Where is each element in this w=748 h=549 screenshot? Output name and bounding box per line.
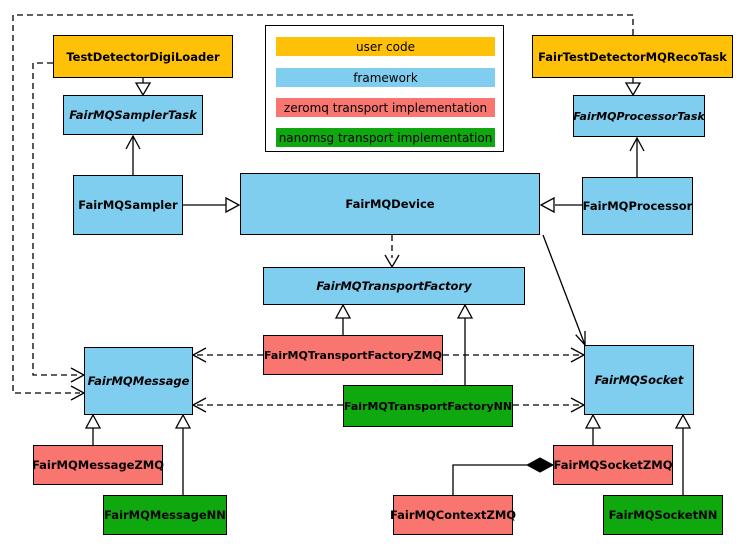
- edge-factoryzmq-message: [191, 347, 263, 363]
- node-fairmqdevice: FairMQDevice: [240, 173, 540, 235]
- node-fairmqmessage: FairMQMessage: [84, 347, 193, 415]
- node-fairtestdetectormqrecotask: FairTestDetectorMQRecoTask: [532, 35, 733, 78]
- edge-device-factory: [384, 235, 400, 269]
- legend: user code framework zeromq transport imp…: [265, 25, 504, 152]
- node-fairmqmessagezmq: FairMQMessageZMQ: [32, 445, 164, 485]
- node-fairmqsampler: FairMQSampler: [73, 175, 183, 235]
- node-fairmqtransportfactorynn: FairMQTransportFactoryNN: [343, 385, 513, 427]
- legend-label: nanomsg transport implementation: [278, 130, 493, 145]
- edge-socketzmq-socket: [584, 413, 602, 445]
- node-fairmqsocketzmq: FairMQSocketZMQ: [553, 445, 673, 485]
- edge-socketzmq-contextzmq: [452, 457, 555, 495]
- node-fairmqmessagenn: FairMQMessageNN: [103, 495, 227, 535]
- legend-item-framework: framework: [276, 68, 495, 87]
- edge-factorynn-factory: [456, 303, 474, 385]
- edge-sampler-samplertask: [125, 134, 141, 175]
- node-testdetectordigiloader: TestDetectorDigiLoader: [53, 35, 233, 78]
- legend-label: zeromq transport implementation: [283, 100, 488, 115]
- node-fairmqtransportfactoryzmq: FairMQTransportFactoryZMQ: [263, 335, 443, 375]
- legend-item-zeromq: zeromq transport implementation: [276, 98, 495, 117]
- node-fairmqsocket: FairMQSocket: [584, 345, 694, 415]
- node-fairmqsamplertask: FairMQSamplerTask: [63, 95, 203, 135]
- edge-processor-device: [539, 196, 582, 214]
- node-fairmqprocessortask: FairMQProcessorTask: [573, 95, 705, 137]
- edge-sampler-device: [183, 196, 241, 214]
- node-fairmqprocessor: FairMQProcessor: [582, 177, 693, 235]
- edge-processor-processortask: [629, 136, 645, 177]
- edge-messagezmq-message: [84, 413, 102, 445]
- edge-factoryzmq-factory: [334, 303, 352, 335]
- legend-item-user-code: user code: [276, 37, 495, 56]
- edge-factorynn-socket: [513, 397, 586, 413]
- node-fairmqcontextzmq: FairMQContextZMQ: [390, 495, 516, 535]
- edge-messagenn-message: [174, 413, 192, 495]
- node-fairmqsocketnn: FairMQSocketNN: [603, 495, 723, 535]
- edge-factorynn-message: [191, 397, 343, 413]
- edge-recotask-processortask: [624, 78, 642, 97]
- legend-label: framework: [353, 70, 418, 85]
- edge-digiloader-samplertask: [134, 78, 152, 97]
- node-fairmqtransportfactory: FairMQTransportFactory: [263, 267, 525, 305]
- legend-item-nanomsg: nanomsg transport implementation: [276, 128, 495, 147]
- legend-label: user code: [356, 39, 415, 54]
- edge-socketnn-socket: [674, 413, 692, 495]
- edge-device-socket: [542, 234, 586, 347]
- edge-factoryzmq-socket: [443, 347, 586, 363]
